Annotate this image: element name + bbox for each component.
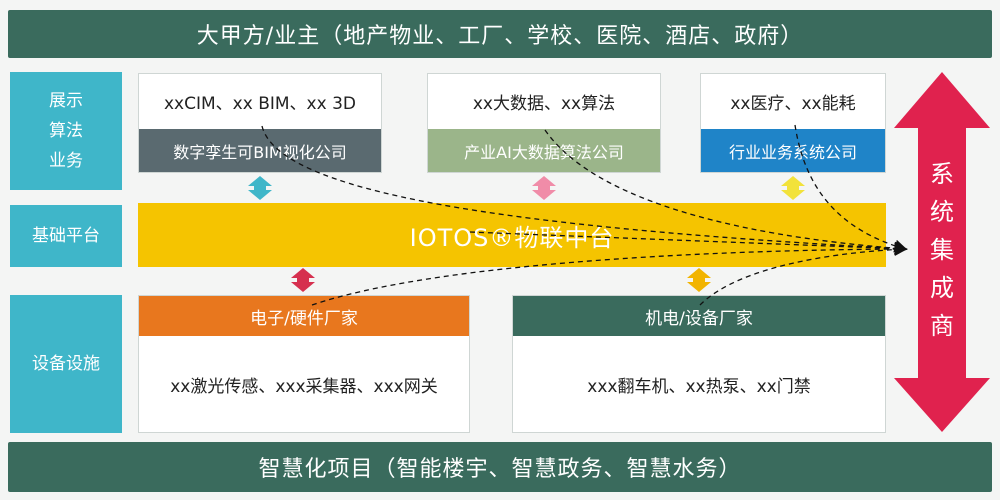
- card-digital-twin-products: xxCIM、xx BIM、xx 3D: [164, 94, 356, 114]
- integrator-double-arrow-icon: [894, 72, 990, 432]
- device-mechanical-header: 机电/设备厂家: [513, 296, 885, 336]
- iotos-platform-bar: IOTOS®物联中台: [138, 203, 886, 267]
- device-electronics-header: 电子/硬件厂家: [139, 296, 469, 336]
- dashed-link-electronics: [311, 242, 908, 306]
- double-arrow-red-icon: [291, 268, 315, 292]
- side-label-app: 展示 算法 业务: [10, 72, 122, 190]
- card-digital-twin: xxCIM、xx BIM、xx 3D 数字孪生可BIM视化公司: [138, 73, 382, 173]
- side-label-platform: 基础平台: [10, 205, 122, 267]
- card-digital-twin-company: 数字孪生可BIM视化公司: [139, 129, 381, 172]
- device-box-electronics: 电子/硬件厂家 xx激光传感、xxx采集器、xxx网关: [138, 295, 470, 433]
- integrator-label: 系统集成商: [930, 160, 954, 340]
- double-arrow-orange-icon: [687, 268, 711, 292]
- double-arrow-cyan-icon: [248, 176, 272, 200]
- device-box-mechanical: 机电/设备厂家 xxx翻车机、xx热泵、xx门禁: [512, 295, 886, 433]
- dashed-link-industry: [794, 124, 908, 253]
- dashed-link-digital-twin: [261, 125, 908, 255]
- card-big-data-products: xx大数据、xx算法: [472, 94, 616, 114]
- dashed-link-platform: [469, 231, 908, 256]
- double-arrow-pink-icon: [532, 176, 556, 200]
- top-banner: 大甲方/业主（地产物业、工厂、学校、医院、酒店、政府）: [8, 10, 992, 58]
- side-label-devices: 设备设施: [10, 295, 122, 433]
- device-mechanical-products: xxx翻车机、xx热泵、xx门禁: [587, 376, 811, 397]
- card-big-data-company: 产业AI大数据算法公司: [428, 129, 660, 172]
- card-industry-products: xx医疗、xx能耗: [730, 94, 856, 114]
- card-industry-company: 行业业务系统公司: [701, 129, 885, 172]
- card-industry: xx医疗、xx能耗 行业业务系统公司: [700, 73, 886, 173]
- card-big-data: xx大数据、xx算法 产业AI大数据算法公司: [427, 73, 661, 173]
- double-arrow-yellow-icon: [781, 176, 805, 200]
- dashed-link-mechanical: [699, 242, 908, 306]
- bottom-banner: 智慧化项目（智能楼宇、智慧政务、智慧水务）: [8, 442, 992, 492]
- device-electronics-products: xx激光传感、xxx采集器、xxx网关: [170, 376, 438, 397]
- dashed-link-big-data: [544, 129, 908, 255]
